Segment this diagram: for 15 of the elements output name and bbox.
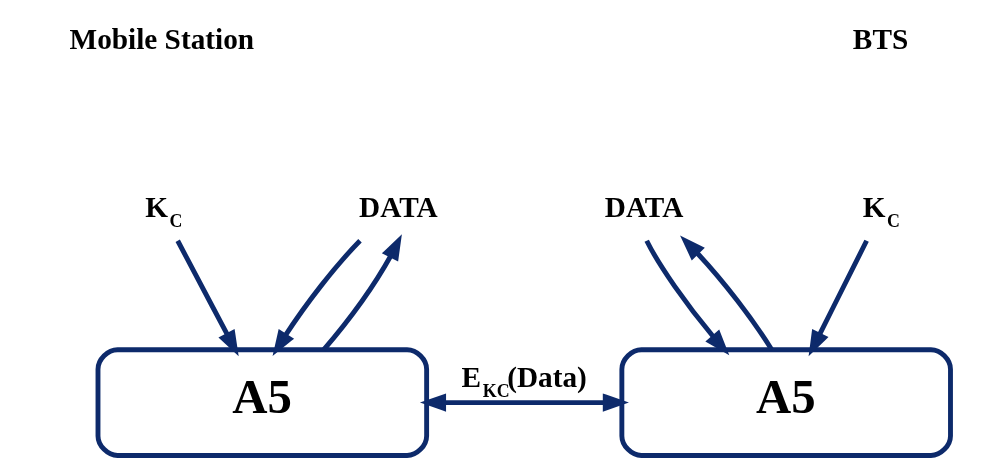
label: Mobile Station [69,23,254,56]
node-box: A5 [618,347,953,458]
arrow [175,239,239,357]
node-box: A5 [95,347,429,458]
label: BTS [852,23,908,56]
node-text: K$_{C}$ [144,190,182,231]
arrow [644,239,729,356]
node-text: DATA [358,190,438,223]
arrow [419,393,629,412]
node-text: K$_{C}$ [862,190,900,231]
node-text: DATA [604,190,683,223]
edge-label: E$_{KC}$(Data) [461,360,587,401]
arrow [808,239,869,357]
arrow [272,239,362,356]
arrow [679,235,774,351]
